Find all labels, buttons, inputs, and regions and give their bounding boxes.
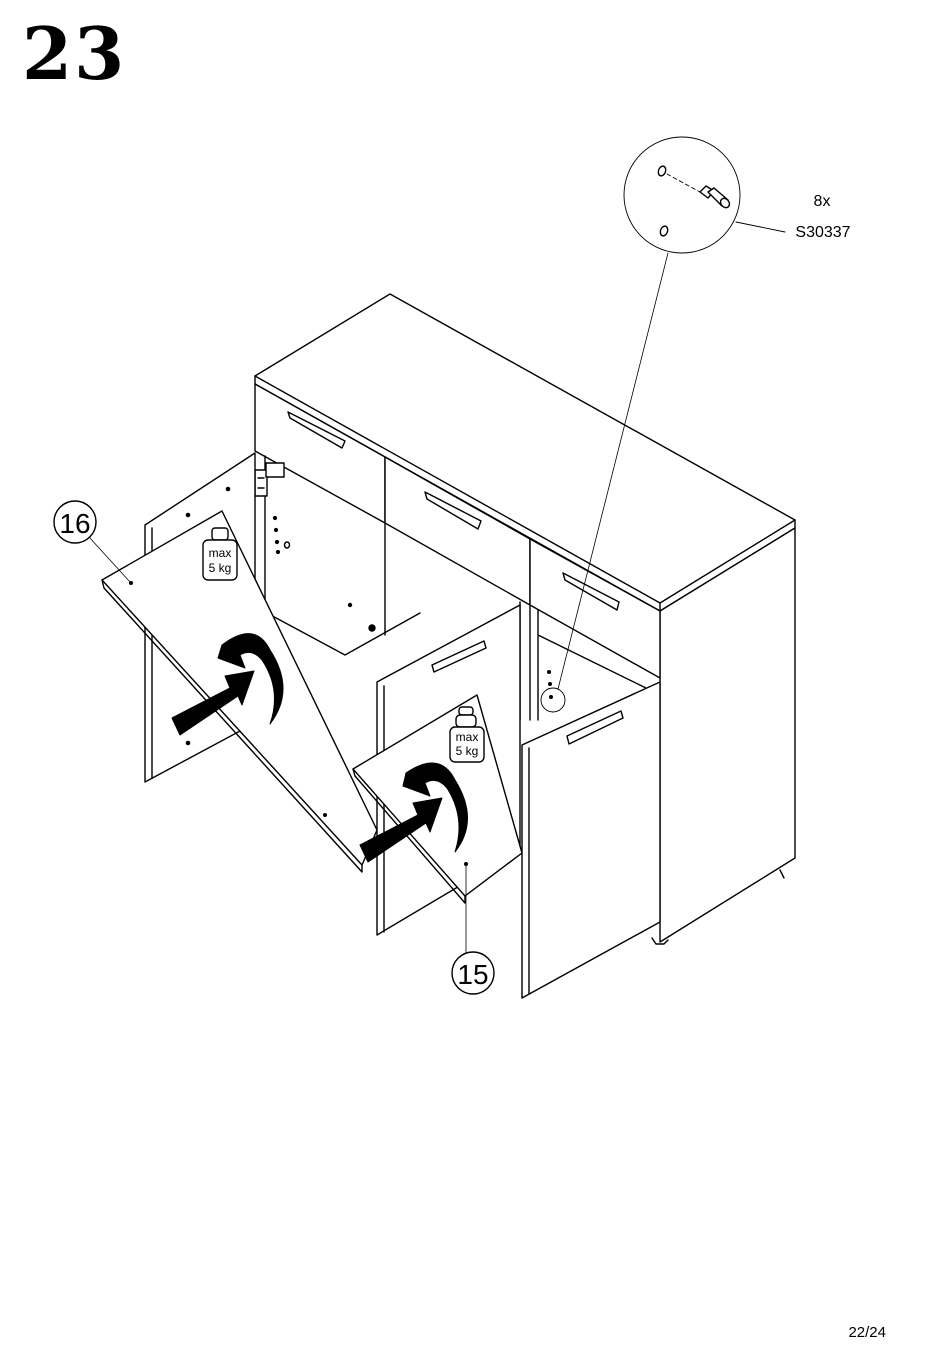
right-door <box>522 682 660 998</box>
weight-label-max: max <box>456 730 479 744</box>
part-16-label: 16 <box>59 508 90 539</box>
weight-label-kg: 5 kg <box>209 561 232 575</box>
weight-label-max: max <box>209 546 232 560</box>
page-number: 22/24 <box>848 1324 886 1341</box>
part-15-label: 15 <box>457 959 488 990</box>
hardware-part-code: S30337 <box>795 224 850 241</box>
hardware-quantity: 8x <box>814 193 831 210</box>
weight-label-kg: 5 kg <box>456 744 479 758</box>
callout-part-16: 16 <box>54 501 130 582</box>
hinge-icon <box>255 463 284 496</box>
